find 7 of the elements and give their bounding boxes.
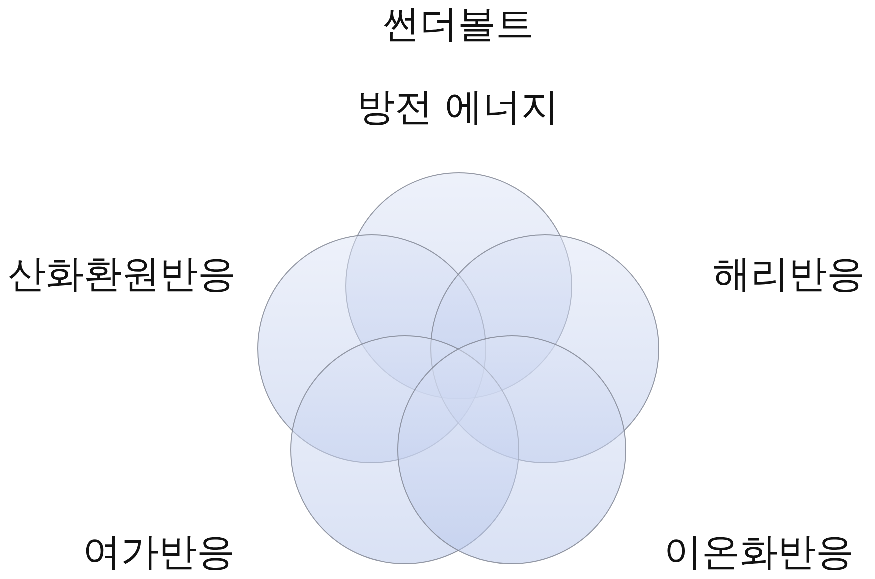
venn-circle (397, 335, 627, 565)
circle-label: 방전 에너지 (356, 87, 560, 129)
diagram-title: 썬더볼트 (382, 4, 534, 46)
circle-label: 이온화반응 (664, 532, 854, 574)
circle-label: 산화환원반응 (8, 254, 236, 296)
circle-label: 해리반응 (713, 254, 865, 296)
circle-label: 여가반응 (83, 532, 235, 574)
